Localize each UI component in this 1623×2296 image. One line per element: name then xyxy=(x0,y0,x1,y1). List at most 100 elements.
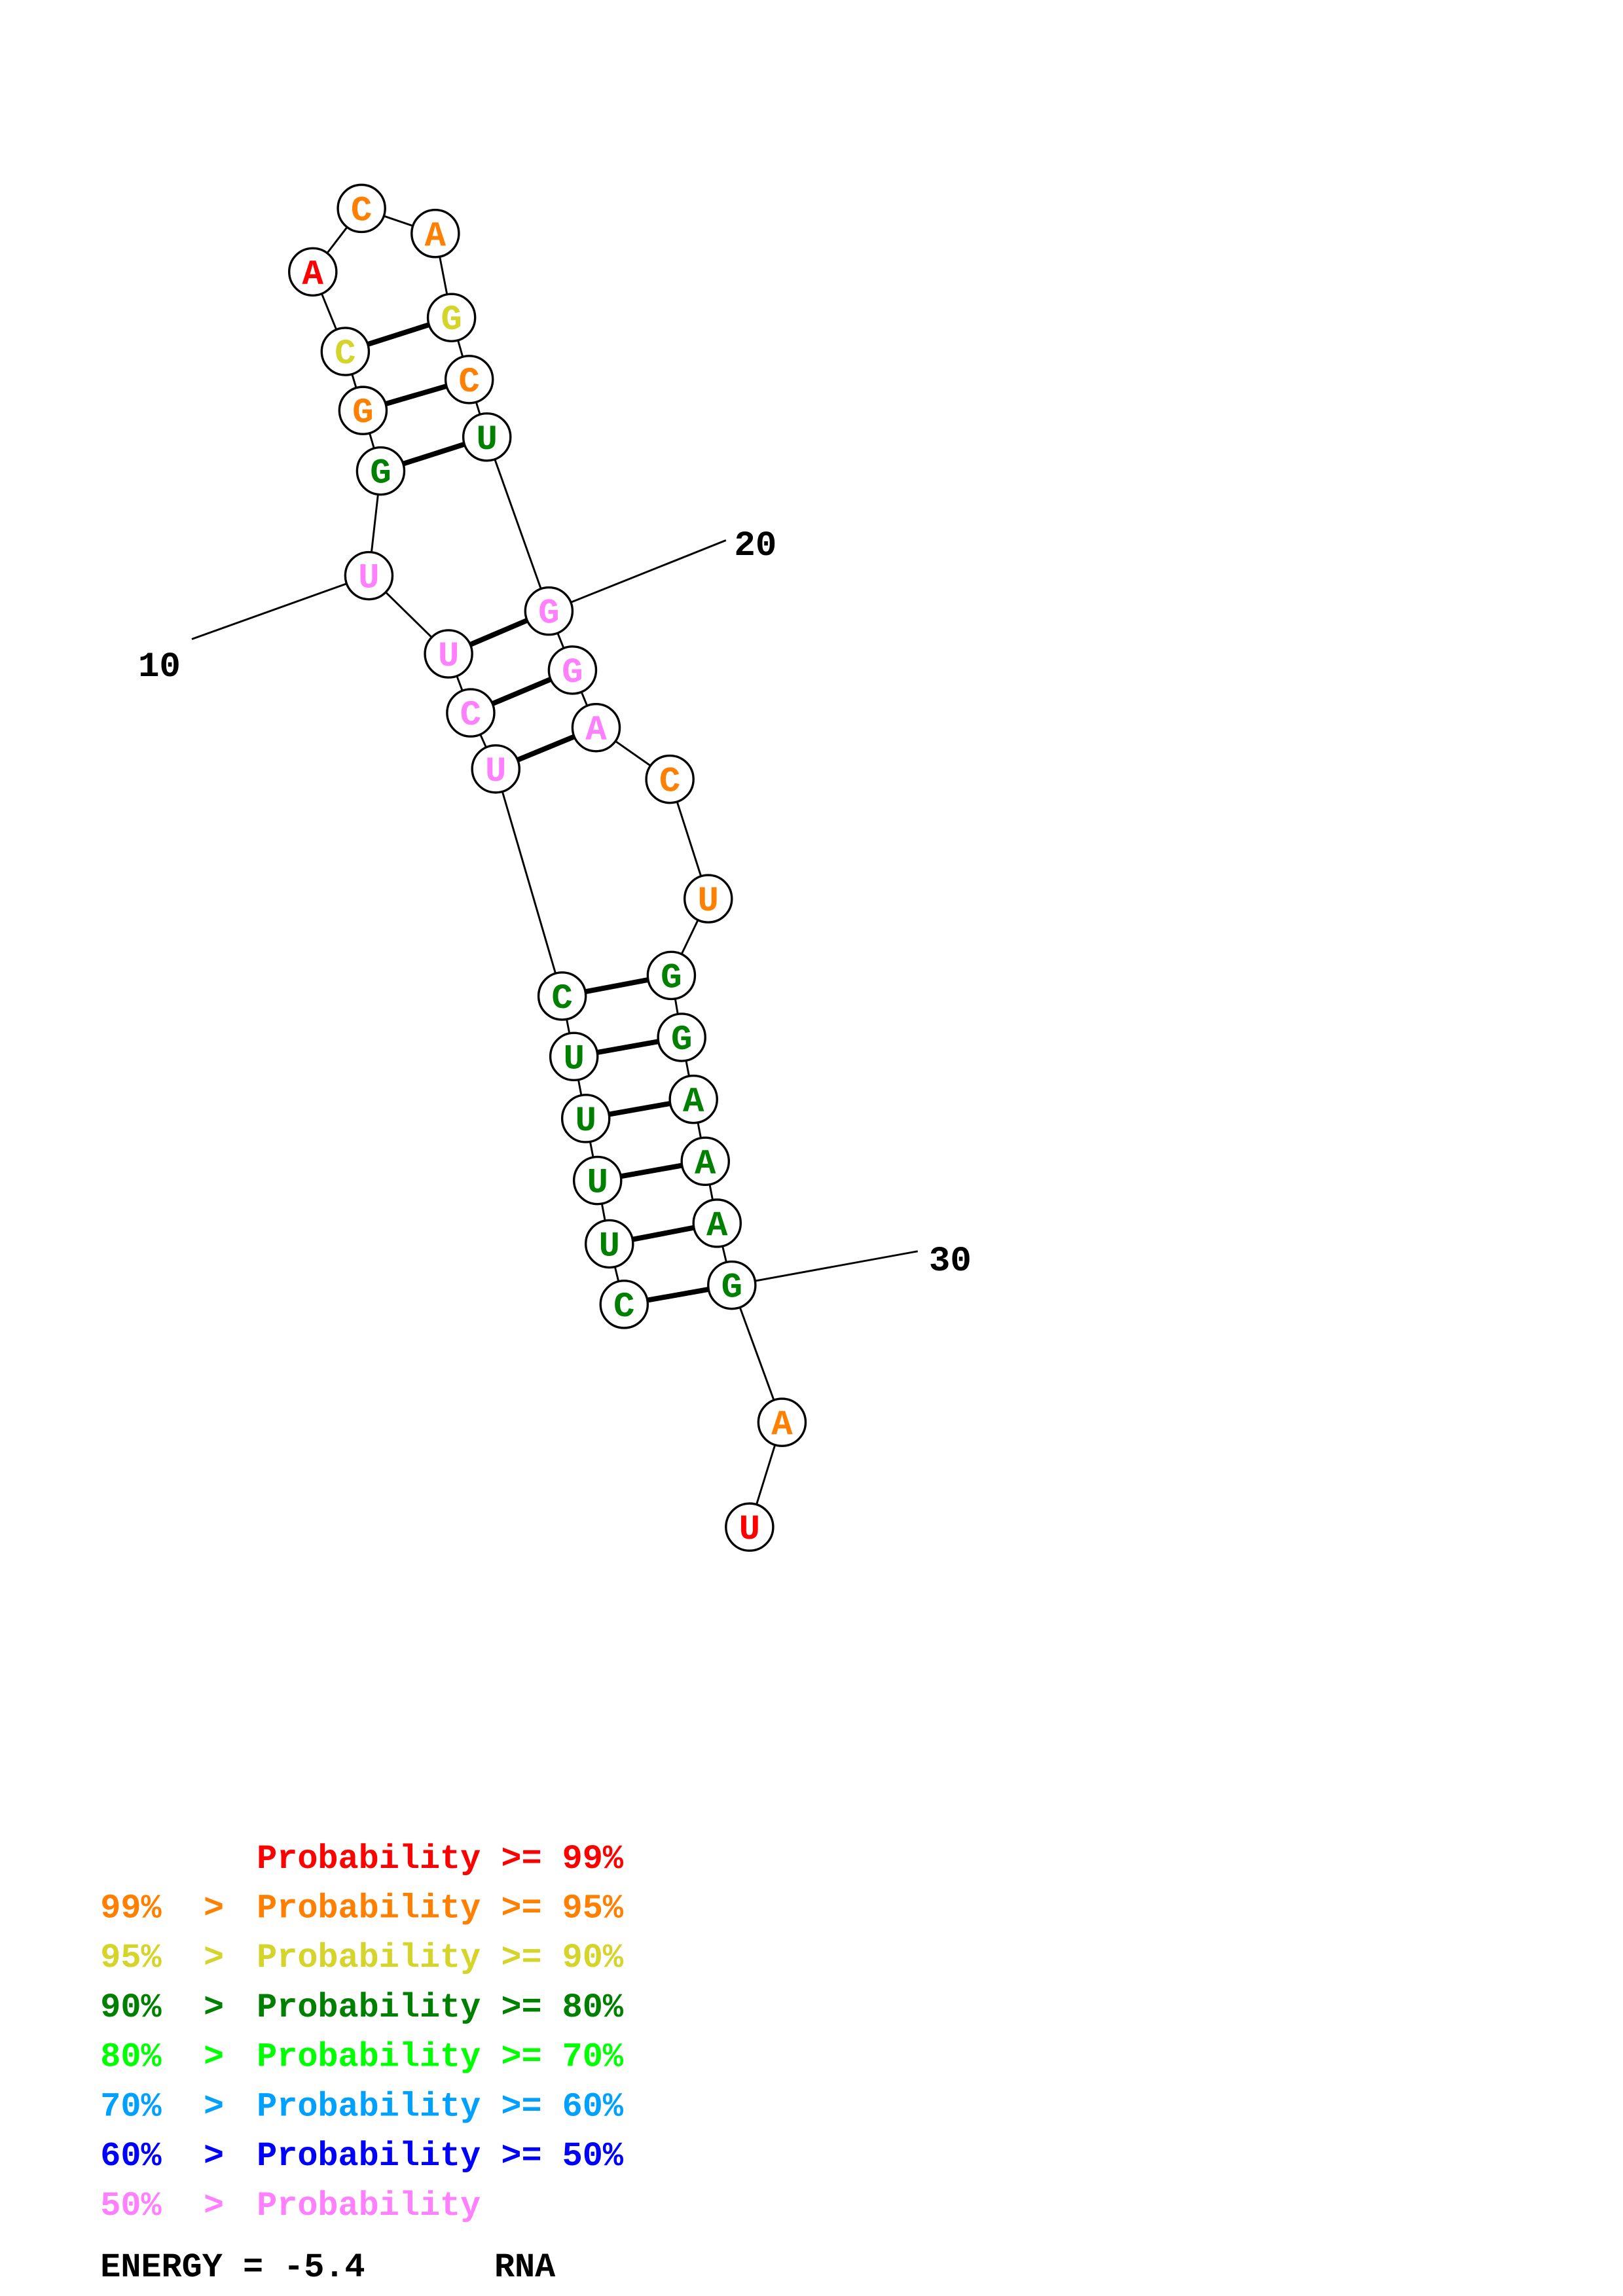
backbone-link xyxy=(486,437,550,612)
nucleotide-7: U xyxy=(471,744,520,794)
legend-label: Probability >= 90% xyxy=(257,1939,624,1977)
nucleotide-letter: G xyxy=(538,594,559,634)
nucleotide-9: U xyxy=(424,629,473,679)
nucleotide-circle xyxy=(683,874,733,924)
nucleotide-letter: C xyxy=(613,1287,634,1327)
nucleotide-circle xyxy=(344,550,394,601)
nucleotide-letter: A xyxy=(695,1144,716,1184)
position-tick xyxy=(191,575,369,640)
nucleotide-letter: A xyxy=(771,1405,793,1445)
nucleotide-circle xyxy=(444,355,494,404)
nucleotide-letter: C xyxy=(659,762,680,802)
nucleotide-circle xyxy=(707,1260,757,1310)
nucleotide-circle xyxy=(356,446,406,496)
nucleotide-25: G xyxy=(646,950,697,1001)
nucleotide-28: A xyxy=(680,1136,730,1187)
legend-gt: > xyxy=(204,1889,224,1928)
legend-label: Probability >= 70% xyxy=(257,2038,624,2077)
legend-prefix: 90% xyxy=(100,1988,162,2027)
nucleotide-letter: U xyxy=(587,1164,608,1204)
nucleotide-31: A xyxy=(757,1397,807,1447)
legend-gt: > xyxy=(204,2137,224,2176)
nucleotide-circle xyxy=(471,744,520,794)
nucleotide-27: A xyxy=(668,1074,718,1124)
nucleotide-letter: U xyxy=(698,882,719,922)
nucleotide-10: U xyxy=(344,550,394,601)
nucleotide-19: U xyxy=(462,412,512,462)
nucleotide-letter: U xyxy=(563,1039,584,1079)
position-tick xyxy=(548,539,727,613)
nucleotide-letter: C xyxy=(351,191,372,231)
legend-label: Probability >= 99% xyxy=(257,1840,624,1878)
nucleotide-circle xyxy=(337,183,386,234)
nucleotide-letter: U xyxy=(485,752,506,792)
nucleotide-letter: A xyxy=(683,1083,704,1122)
legend-entry: 50%>Probability xyxy=(100,2187,481,2225)
nucleotide-13: C xyxy=(320,327,371,376)
legend-entry: Probability >= 99% xyxy=(257,1840,624,1878)
nucleotide-circle xyxy=(288,247,338,297)
backbone-link xyxy=(494,768,564,997)
nucleotide-circle xyxy=(547,645,598,695)
nucleotide-20: G xyxy=(524,586,574,636)
nucleotide-circle xyxy=(571,702,621,753)
nucleotide-letter: U xyxy=(739,1510,760,1550)
nucleotide-letter: G xyxy=(562,653,583,693)
nucleotide-23: C xyxy=(645,754,695,804)
nucleotide-letter: C xyxy=(335,334,356,374)
nucleotide-circle xyxy=(572,1155,623,1206)
molecule-type-label: RNA xyxy=(494,2248,556,2287)
nucleotide-21: G xyxy=(547,645,598,695)
nucleotide-circle xyxy=(320,327,371,376)
nucleotide-26: G xyxy=(657,1013,706,1062)
nucleotide-circle xyxy=(524,586,574,636)
nucleotide-circle xyxy=(692,1198,742,1248)
nucleotide-24: U xyxy=(683,874,733,924)
legend-entry: 60%>Probability >= 50% xyxy=(100,2137,624,2176)
nucleotide-32: U xyxy=(725,1502,775,1552)
legend-entry: 90%>Probability >= 80% xyxy=(100,1988,624,2027)
nucleotide-circle xyxy=(680,1136,730,1187)
nucleotide-letter: A xyxy=(302,255,324,295)
legend-prefix: 60% xyxy=(100,2137,162,2176)
legend-entry: 70%>Probability >= 60% xyxy=(100,2087,624,2126)
nucleotide-circle xyxy=(426,293,477,342)
nucleotide-letter: A xyxy=(585,711,607,751)
legend-prefix: 80% xyxy=(100,2038,162,2077)
nucleotide-letter: U xyxy=(476,420,497,460)
nucleotide-16: A xyxy=(410,208,460,259)
legend-label: Probability >= 60% xyxy=(257,2087,624,2126)
nucleotide-circle xyxy=(599,1280,649,1329)
nucleotide-circle xyxy=(560,1094,611,1143)
nucleotide-letter: G xyxy=(721,1268,742,1308)
nucleotide-letter: G xyxy=(671,1020,692,1060)
nucleotide-letter: U xyxy=(575,1102,596,1141)
nucleotide-15: C xyxy=(337,183,386,234)
nucleotide-circle xyxy=(410,208,460,259)
nucleotide-circle xyxy=(338,386,388,435)
nucleotide-18: C xyxy=(444,355,494,404)
nucleotide-circle xyxy=(424,629,473,679)
nucleotide-letter: G xyxy=(441,300,462,340)
position-label: 30 xyxy=(929,1242,972,1282)
nucleotide-circle xyxy=(645,754,695,804)
nucleotide-11: G xyxy=(356,446,406,496)
nucleotide-circle xyxy=(462,412,512,462)
nucleotide-30: G xyxy=(707,1260,757,1310)
nucleotide-circle xyxy=(725,1502,775,1552)
legend-prefix: 95% xyxy=(100,1939,162,1977)
nucleotide-6: C xyxy=(537,971,587,1021)
nucleotide-circle xyxy=(757,1397,807,1447)
nucleotide-circle xyxy=(657,1013,706,1062)
nucleotide-8: C xyxy=(446,688,496,738)
nucleotide-14: A xyxy=(288,247,338,297)
position-label: 20 xyxy=(734,526,776,566)
legend-label: Probability >= 80% xyxy=(257,1988,624,2027)
nucleotide-letter: U xyxy=(358,559,379,599)
nucleotide-4: U xyxy=(560,1094,611,1143)
nucleotide-circle xyxy=(668,1074,718,1124)
position-tick xyxy=(731,1250,919,1287)
